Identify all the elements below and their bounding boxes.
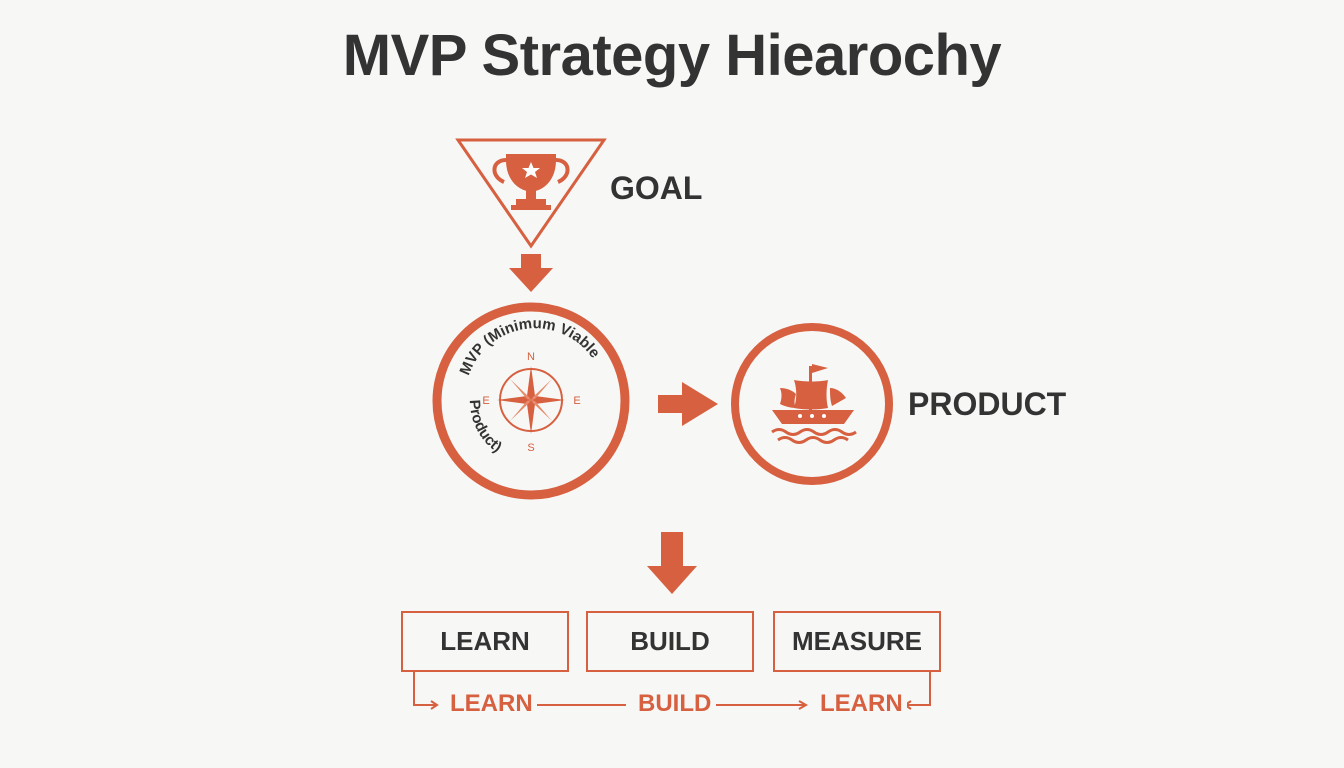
compass-north-label: N bbox=[527, 351, 535, 363]
page-title: MVP Strategy Hiearochy bbox=[342, 23, 1002, 88]
loop-label-learn: LEARN bbox=[446, 690, 537, 718]
feedback-loop bbox=[413, 672, 931, 710]
step-box-build: BUILD bbox=[586, 611, 754, 672]
mvp-curved-label-bottom: Product) bbox=[466, 399, 505, 456]
compass-icon: N E S E bbox=[482, 351, 580, 454]
loop-label-learn-end: LEARN bbox=[816, 690, 907, 718]
compass-east-label: E bbox=[573, 395, 580, 407]
trophy-icon bbox=[492, 154, 570, 210]
ship-icon bbox=[771, 364, 857, 444]
arrow-down-icon bbox=[509, 254, 553, 292]
loop-label-build: BUILD bbox=[634, 690, 716, 718]
step-box-learn: LEARN bbox=[401, 611, 569, 672]
arrow-right-icon bbox=[658, 382, 718, 426]
product-label: PRODUCT bbox=[908, 386, 1067, 422]
compass-south-label: S bbox=[527, 442, 534, 454]
compass-west-label: E bbox=[482, 395, 489, 407]
product-circle bbox=[731, 323, 893, 485]
step-box-measure: MEASURE bbox=[773, 611, 941, 672]
goal-triangle bbox=[455, 138, 607, 249]
mvp-circle bbox=[432, 302, 630, 500]
arrow-down-icon bbox=[647, 532, 697, 594]
goal-label: GOAL bbox=[610, 170, 703, 206]
